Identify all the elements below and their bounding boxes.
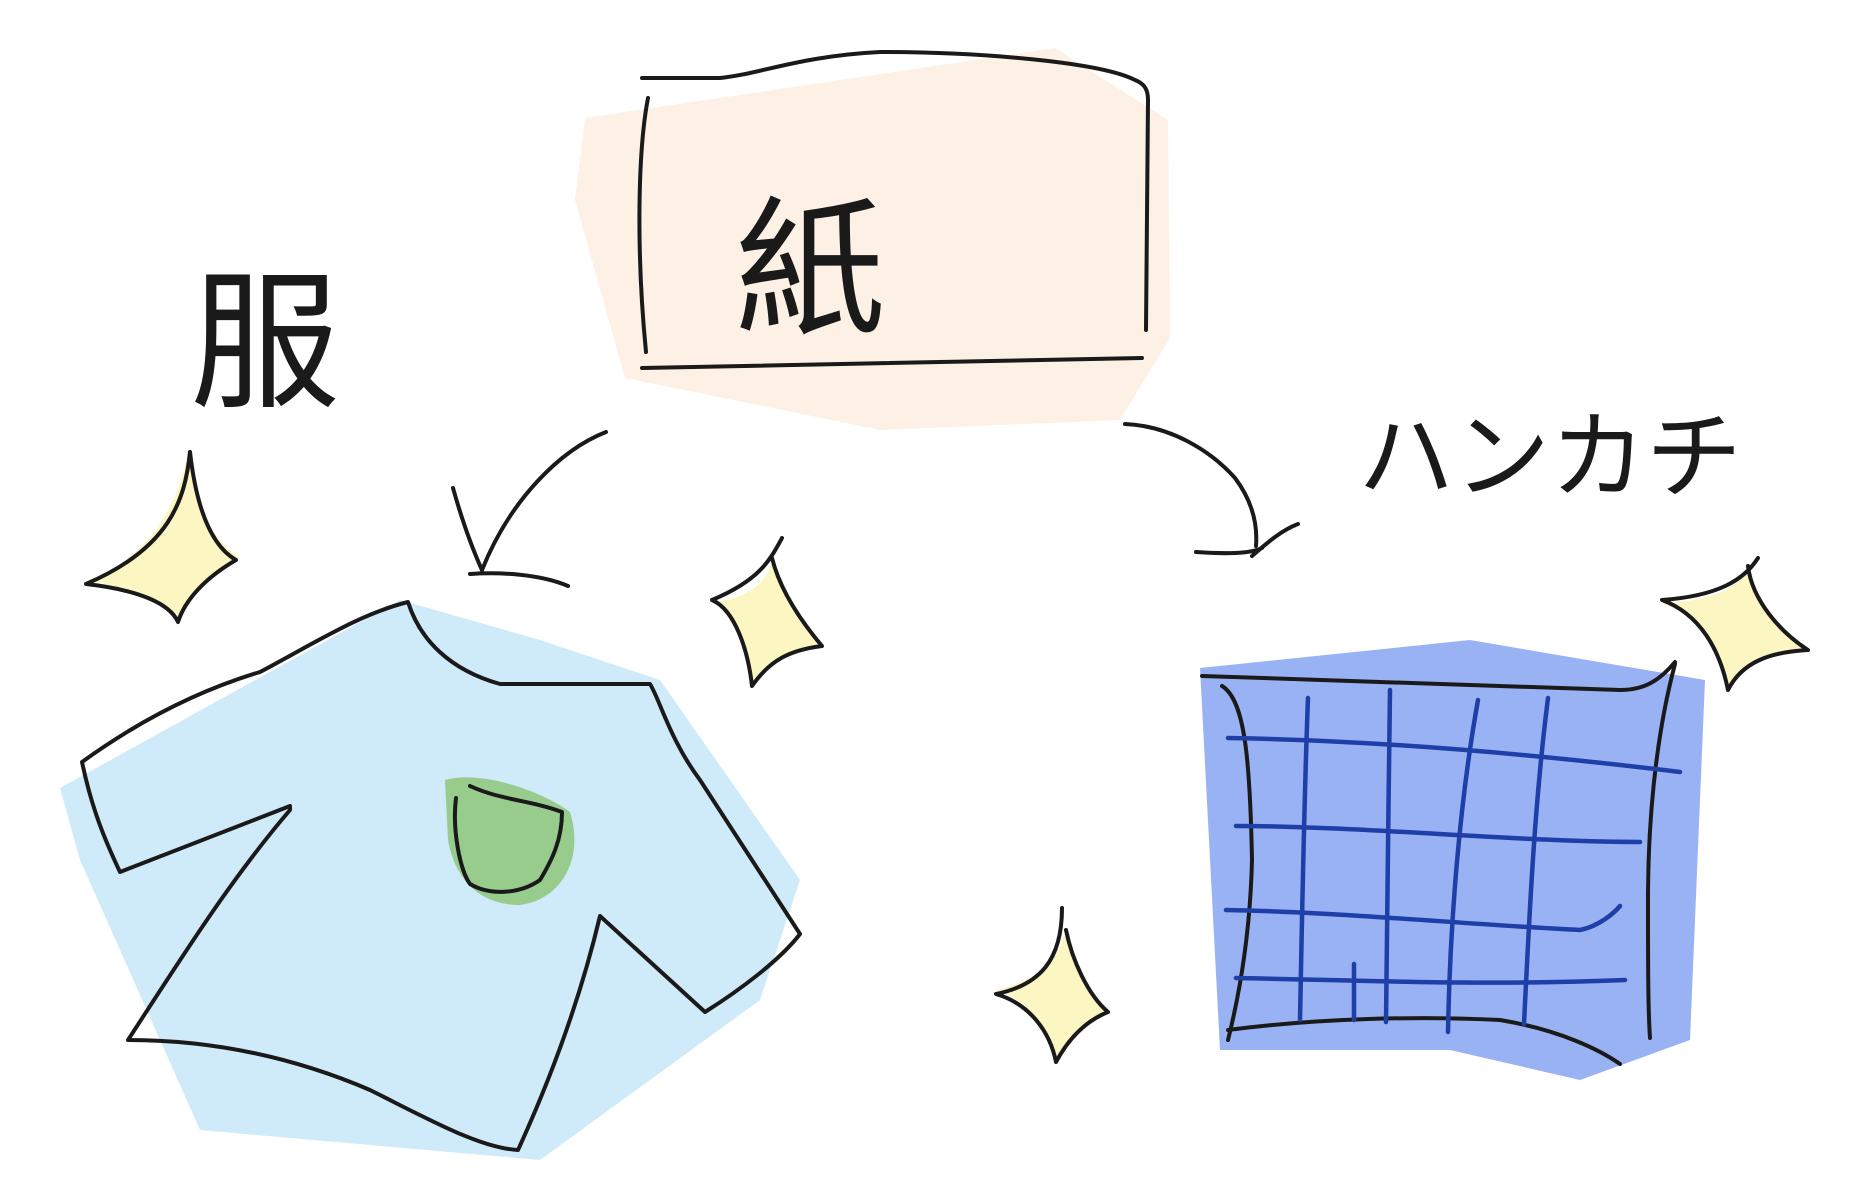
paper-label: 紙 bbox=[735, 184, 885, 358]
shirt-fill bbox=[60, 600, 800, 1160]
paper-box-outline bbox=[640, 50, 1150, 332]
handkerchief-grid bbox=[1223, 687, 1683, 1035]
handkerchief-fill bbox=[1200, 640, 1705, 1080]
handkerchief-outline-top bbox=[1200, 660, 1677, 692]
handkerchief-outline-bottom bbox=[1226, 1016, 1622, 1066]
shirt-outline bbox=[80, 600, 802, 1152]
handkerchief-outline-right bbox=[1646, 662, 1677, 1040]
shirt-illustration bbox=[60, 600, 802, 1160]
handkerchief-illustration bbox=[1200, 640, 1705, 1080]
paper-box: 紙 bbox=[575, 48, 1170, 430]
clothes-label: 服 bbox=[190, 257, 340, 431]
handkerchief-label: ハンカチ bbox=[1358, 401, 1742, 513]
paper-box-left-edge bbox=[637, 96, 650, 354]
sparkle-icon bbox=[1660, 556, 1810, 692]
sparkle-icon bbox=[994, 906, 1110, 1064]
arrow-to-handkerchief bbox=[1123, 422, 1300, 558]
sparkle-icon bbox=[84, 450, 240, 624]
stain-outline bbox=[452, 784, 564, 894]
paper-box-fill bbox=[575, 48, 1170, 430]
sparkle-icon bbox=[710, 536, 824, 688]
paper-box-bottom-edge bbox=[640, 356, 1144, 370]
handkerchief-outline-left bbox=[1220, 684, 1254, 1042]
arrow-to-clothes bbox=[451, 430, 608, 588]
